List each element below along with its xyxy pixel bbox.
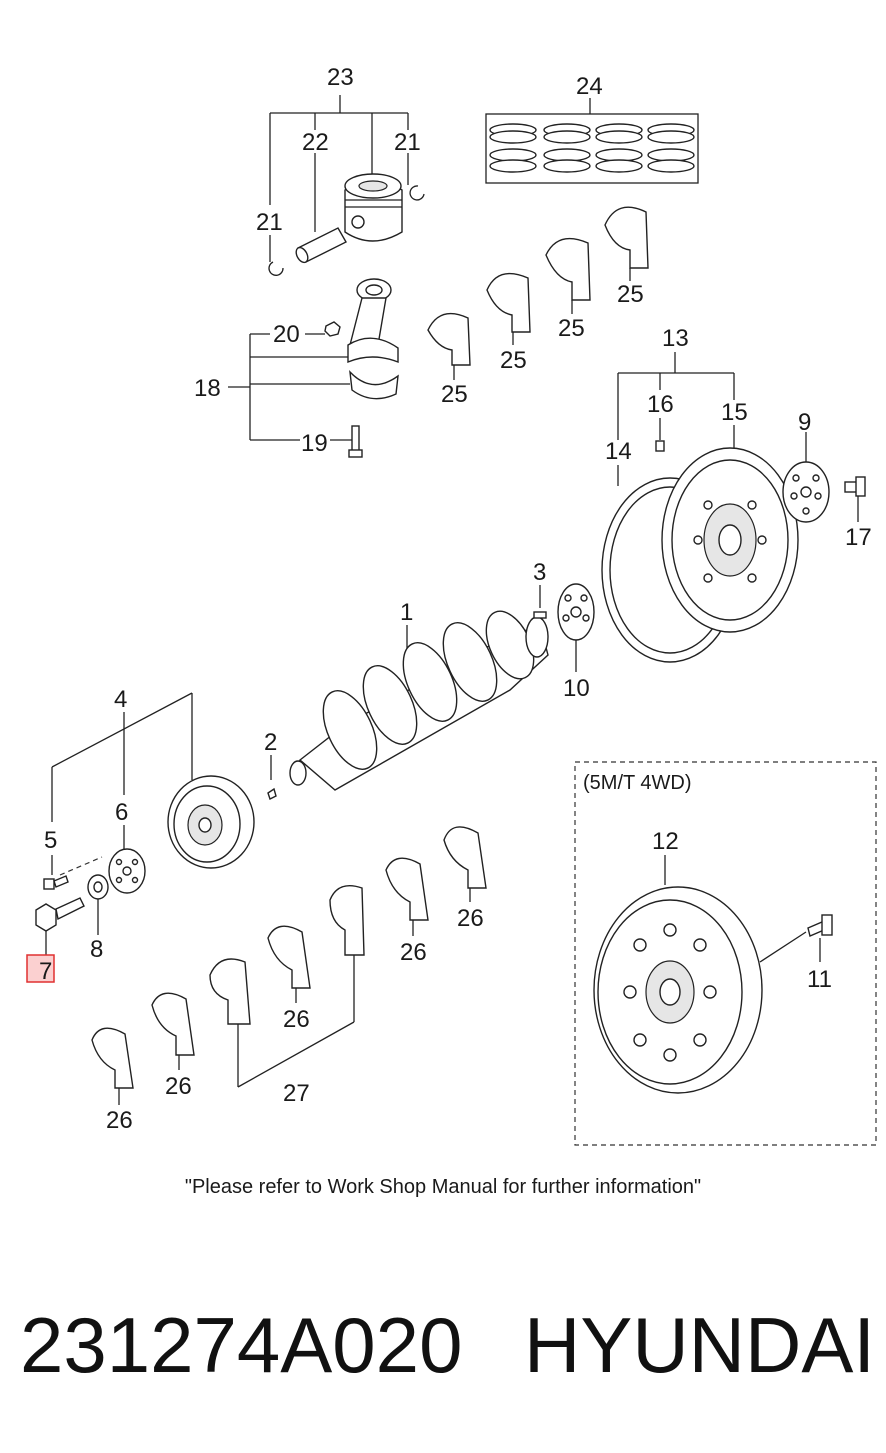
variant-box: (5M/T 4WD) 12 11 <box>574 761 877 1146</box>
bearing-shell <box>545 237 591 314</box>
crankshaft-group: 1 3 10 2 <box>264 559 595 800</box>
conrod-bolt <box>348 425 363 458</box>
pulley-group: 4 6 5 8 7 <box>26 686 255 985</box>
callout-12: 12 <box>652 828 679 855</box>
bearing-shell <box>604 206 649 281</box>
variant-label: (5M/T 4WD) <box>583 772 692 794</box>
crank-pulley-bolt <box>35 897 85 932</box>
small-bolt <box>43 875 69 890</box>
manual-note: "Please refer to Work Shop Manual for fu… <box>184 1176 702 1198</box>
callout-3: 3 <box>533 559 546 586</box>
connecting-rod <box>347 278 399 400</box>
callout-21: 21 <box>256 209 283 236</box>
connecting-rod-group: 20 18 19 <box>194 278 399 458</box>
callout-13: 13 <box>662 325 689 352</box>
callout-7: 7 <box>39 958 52 985</box>
dowel-pin <box>655 440 665 452</box>
callout-25: 25 <box>617 281 644 308</box>
piston-ring-sets: 24 <box>485 73 699 184</box>
callout-10: 10 <box>563 675 590 702</box>
snap-ring-right <box>409 185 425 201</box>
flywheel <box>661 447 799 633</box>
crank-plate <box>557 583 595 641</box>
washer <box>87 874 109 900</box>
callout-25: 25 <box>441 381 468 408</box>
callout-4: 4 <box>114 686 127 713</box>
bearing-shell <box>427 312 471 380</box>
crankshaft <box>289 610 549 791</box>
callout-6: 6 <box>115 799 128 826</box>
callout-23: 23 <box>327 64 354 91</box>
bearing-shell <box>151 992 195 1070</box>
callout-16: 16 <box>647 391 674 418</box>
callout-2: 2 <box>264 729 277 756</box>
bearing-shell <box>385 857 429 936</box>
callout-21: 21 <box>394 129 421 156</box>
callout-26: 26 <box>400 939 427 966</box>
callout-26: 26 <box>106 1107 133 1134</box>
callout-25: 25 <box>558 315 585 342</box>
callout-15: 15 <box>721 399 748 426</box>
callout-26: 26 <box>457 905 484 932</box>
dual-mass-flywheel <box>593 886 763 1094</box>
callout-14: 14 <box>605 438 632 465</box>
piston-pin <box>295 227 347 264</box>
callout-17: 17 <box>845 524 872 551</box>
bearing-shell <box>267 925 311 1003</box>
flywheel-bolt <box>844 476 866 497</box>
bearing-shell <box>443 826 487 902</box>
callout-25: 25 <box>500 347 527 374</box>
piston <box>344 173 403 242</box>
pulley-hub-plate <box>108 848 146 894</box>
damper-pulley <box>167 775 255 869</box>
piston-group: 23 22 21 21 <box>256 64 425 276</box>
upper-bearing-shells: 25 25 25 25 <box>427 206 649 408</box>
callout-5: 5 <box>44 827 57 854</box>
callout-24: 24 <box>576 73 603 100</box>
callout-22: 22 <box>302 129 329 156</box>
callout-18: 18 <box>194 375 221 402</box>
brand-name: HYUNDAI <box>524 1301 876 1389</box>
woodruff-key <box>267 787 277 800</box>
crank-dowel <box>533 611 547 619</box>
dmf-bolt <box>807 914 833 937</box>
callout-1: 1 <box>400 599 413 626</box>
snap-ring-left <box>268 261 284 276</box>
conrod-nut <box>324 321 341 337</box>
callout-8: 8 <box>90 936 103 963</box>
thrust-washers: 27 <box>209 885 365 1107</box>
callout-26: 26 <box>165 1073 192 1100</box>
highlight-box <box>26 954 55 983</box>
part-number: 231274A020 <box>20 1301 463 1389</box>
flywheel-group: 13 16 15 14 9 17 <box>601 325 872 663</box>
callout-27: 27 <box>283 1080 310 1107</box>
callout-20: 20 <box>273 321 300 348</box>
callout-11: 11 <box>807 966 832 993</box>
callout-19: 19 <box>301 430 328 457</box>
callout-26: 26 <box>283 1006 310 1033</box>
flywheel-plate <box>782 461 830 523</box>
callout-9: 9 <box>798 409 811 436</box>
bearing-shell <box>91 1027 134 1105</box>
bearing-shell <box>486 272 531 345</box>
lower-bearing-shells: 26 26 26 26 26 <box>91 826 487 1134</box>
